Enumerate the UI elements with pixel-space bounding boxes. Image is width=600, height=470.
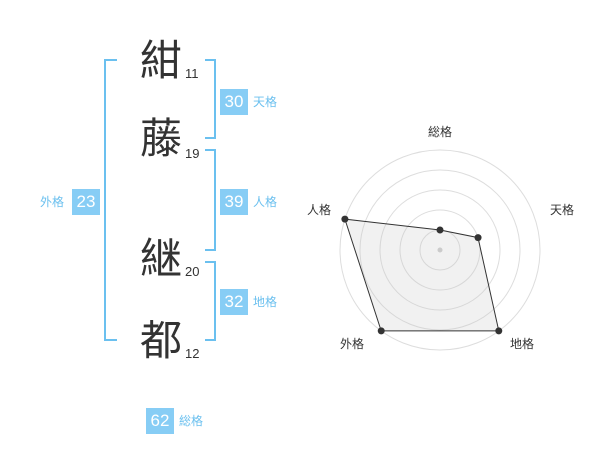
jinkaku-value: 39 xyxy=(220,189,248,215)
gaikaku-bracket xyxy=(104,59,117,341)
radar-point-2 xyxy=(474,234,482,242)
name-char-1: 紺 xyxy=(140,36,183,85)
radar-axis-label-4: 外格 xyxy=(340,337,365,351)
radar-ring xyxy=(399,209,481,291)
radar-center xyxy=(437,247,443,253)
tenkaku-bracket xyxy=(205,59,216,139)
radar-point-5 xyxy=(341,215,349,223)
stroke-count-1: 11 xyxy=(185,66,199,81)
jinkaku-bracket xyxy=(205,149,216,251)
chikaku-label: 地格 xyxy=(253,295,278,309)
name-char-3: 継 xyxy=(140,234,183,283)
stroke-count-3: 20 xyxy=(185,264,200,279)
radar-axis-label-1: 総格 xyxy=(428,125,453,139)
radar-point-3 xyxy=(495,327,503,335)
radar-point-1 xyxy=(436,226,444,234)
gaikaku-label: 外格 xyxy=(40,195,65,209)
tenkaku-value: 30 xyxy=(220,89,248,115)
soukaku-label: 総格 xyxy=(179,414,204,428)
chikaku-bracket xyxy=(205,261,216,341)
radar-axis-label-3: 地格 xyxy=(510,337,535,351)
radar-ring xyxy=(359,169,521,331)
radar-ring xyxy=(379,189,501,311)
stroke-count-4: 12 xyxy=(185,346,200,361)
jinkaku-label: 人格 xyxy=(253,195,278,209)
radar-axis-label-2: 天格 xyxy=(550,203,575,217)
radar-axis-label-5: 人格 xyxy=(307,203,332,217)
name-char-2: 藤 xyxy=(140,114,183,163)
radar-ring xyxy=(339,149,541,351)
tenkaku-label: 天格 xyxy=(253,95,278,109)
name-char-4: 都 xyxy=(140,316,183,365)
radar-point-4 xyxy=(377,327,385,335)
soukaku-value: 62 xyxy=(146,408,174,434)
stroke-count-2: 19 xyxy=(185,146,200,161)
radar-polygon xyxy=(344,218,500,332)
gaikaku-value: 23 xyxy=(72,189,100,215)
chikaku-value: 32 xyxy=(220,289,248,315)
